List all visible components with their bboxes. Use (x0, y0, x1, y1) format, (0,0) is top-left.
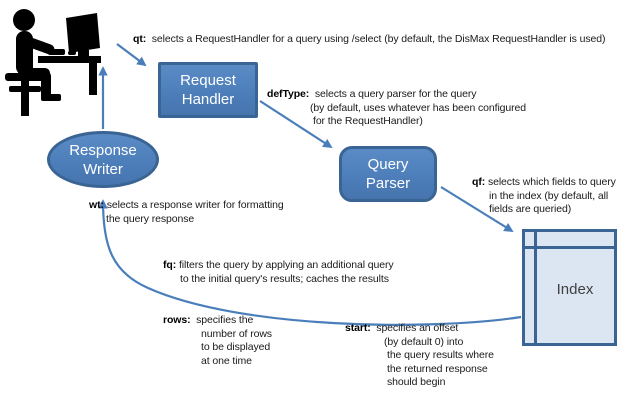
fq-param-label: fq: (163, 259, 177, 271)
annotation-qf: qf: selects which fields to query in the… (472, 176, 616, 217)
index-inner-vertical-line (534, 232, 537, 343)
deftype-text-line2: (by default, uses whatever has been conf… (310, 101, 527, 114)
qf-text-line2: in the index (by default, all (489, 189, 609, 202)
annotation-qt: qt: selects a RequestHandler for a query… (133, 33, 605, 47)
wt-text-line1: selects a response writer for formatting (106, 199, 284, 211)
request-handler-node: Request Handler (158, 62, 258, 118)
request-handler-label-line2: Handler (181, 91, 235, 108)
start-text-line5: should begin (387, 376, 446, 388)
deftype-param-label: defType: (267, 88, 310, 100)
response-writer-node: Response Writer (47, 131, 159, 188)
deftype-text-line3: for the RequestHandler) (313, 115, 423, 127)
fq-text-line2: to the initial query's results; caches t… (180, 272, 389, 285)
start-text-line1: specifies an offset (376, 322, 459, 334)
qf-param-label: qf: (472, 176, 486, 188)
response-writer-label-line1: Response (69, 141, 137, 159)
wt-text-line2: the query response (106, 212, 195, 225)
rows-text-line3: to be displayed (201, 341, 271, 353)
annotation-wt: wt: selects a response writer for format… (89, 199, 284, 226)
index-label: Index (556, 281, 594, 298)
rows-text-line1: specifies the (196, 314, 254, 326)
arrow-user-to-request-handler (116, 43, 147, 67)
deftype-text-line1: selects a query parser for the query (314, 88, 477, 100)
user-at-computer-icon (5, 9, 101, 116)
rows-text-line2: number of rows (201, 327, 272, 340)
qf-text-line1: selects which fields to query (487, 176, 616, 188)
annotation-rows: rows: specifies the number of rows to be… (163, 314, 272, 368)
annotation-fq: fq: filters the query by applying an add… (163, 259, 394, 286)
index-inner-horizontal-line (525, 246, 614, 249)
start-text-line3: the query results where (387, 349, 494, 361)
query-parser-node: Query Parser (339, 146, 437, 202)
qt-param-label: qt: (133, 33, 147, 45)
start-text-line4: the returned response (387, 362, 488, 375)
rows-param-label: rows: (163, 314, 191, 326)
query-parser-label-line2: Parser (365, 175, 411, 192)
annotation-start: start: specifies an offset (by default 0… (345, 322, 494, 390)
start-param-label: start: (345, 322, 371, 334)
query-parser-label-line1: Query (367, 156, 409, 173)
qt-text: selects a RequestHandler for a query usi… (151, 33, 606, 45)
annotation-deftype: defType: selects a query parser for the … (267, 88, 526, 129)
request-handler-label-line1: Request (180, 72, 236, 89)
index-node: Index (522, 229, 617, 346)
wt-param-label: wt: (89, 199, 104, 211)
rows-text-line4: at one time (201, 354, 252, 367)
fq-text-line1: filters the query by applying an additio… (178, 259, 394, 271)
qf-text-line3: fields are queried) (489, 203, 572, 215)
response-writer-label-line2: Writer (83, 160, 123, 178)
start-text-line2: (by default 0) into (384, 335, 464, 348)
